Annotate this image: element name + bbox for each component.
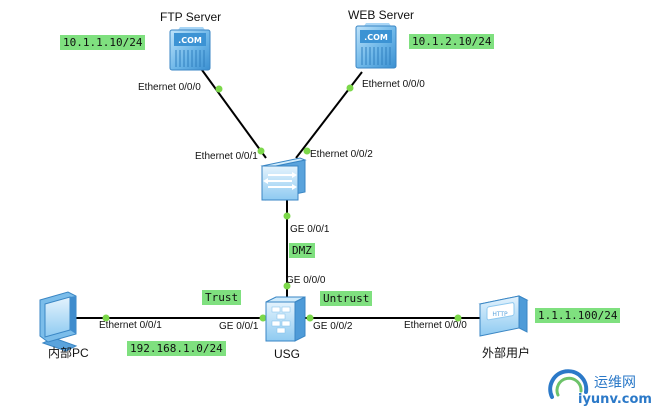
link-web-switch — [295, 71, 363, 159]
zone-dmz: DMZ — [289, 243, 315, 258]
switch-icon — [260, 157, 307, 201]
ext-badge: HTTP — [492, 311, 508, 318]
watermark-logo-icon — [548, 369, 589, 399]
port-dots — [102, 84, 462, 322]
port-dot-web — [346, 84, 354, 92]
usg-firewall-icon — [265, 296, 306, 342]
watermark-url: iyunv.com — [578, 392, 652, 407]
switch-port-web-label: Ethernet 0/0/2 — [310, 149, 373, 160]
link-ftp-switch — [201, 69, 267, 159]
ftp-port-label: Ethernet 0/0/0 — [138, 82, 201, 93]
ftp-badge: .COM — [178, 36, 202, 45]
port-dot-usg-ge2 — [306, 314, 314, 322]
usg-port-trust-label: GE 0/0/1 — [219, 321, 259, 332]
external-user-icon: HTTP — [478, 295, 529, 337]
ext-ip: 1.1.1.100/24 — [535, 308, 621, 323]
web-title: WEB Server — [348, 8, 415, 22]
switch-port-usg-label: GE 0/0/1 — [290, 224, 330, 235]
port-dot-sw-e1 — [257, 147, 265, 155]
ext-port-label: Ethernet 0/0/0 — [404, 320, 467, 331]
port-dot-ext — [454, 314, 462, 322]
usg-port-dmz-label: GE 0/0/0 — [286, 275, 326, 286]
ftp-title: FTP Server — [160, 10, 222, 24]
zone-trust: Trust — [202, 290, 242, 305]
usg-title: USG — [274, 347, 301, 361]
port-dot-sw-ge1 — [283, 212, 291, 220]
web-server-icon: .COM — [355, 23, 397, 69]
ftp-ip: 10.1.1.10/24 — [60, 35, 146, 50]
web-badge: .COM — [364, 33, 388, 42]
ext-title: 外部用户 — [482, 346, 531, 360]
port-dot-sw-e2 — [303, 147, 311, 155]
port-dot-usg-ge0 — [283, 282, 291, 290]
pc-title: 内部PC — [48, 346, 89, 360]
port-dot-ftp — [215, 85, 223, 93]
ftp-server-icon: .COM — [169, 27, 211, 71]
pc-subnet: 192.168.1.0/24 — [127, 341, 226, 356]
web-port-label: Ethernet 0/0/0 — [362, 79, 425, 90]
usg-port-untrust-label: GE 0/0/2 — [313, 321, 353, 332]
pc-port-label: Ethernet 0/0/1 — [99, 320, 162, 331]
zone-untrust: Untrust — [320, 291, 373, 306]
port-dot-usg-ge1 — [259, 314, 267, 322]
watermark-cn: 运维网 — [594, 375, 636, 391]
pc-icon — [39, 291, 78, 352]
switch-port-ftp-label: Ethernet 0/0/1 — [195, 151, 258, 162]
web-ip: 10.1.2.10/24 — [409, 34, 495, 49]
port-dot-pc — [102, 314, 110, 322]
